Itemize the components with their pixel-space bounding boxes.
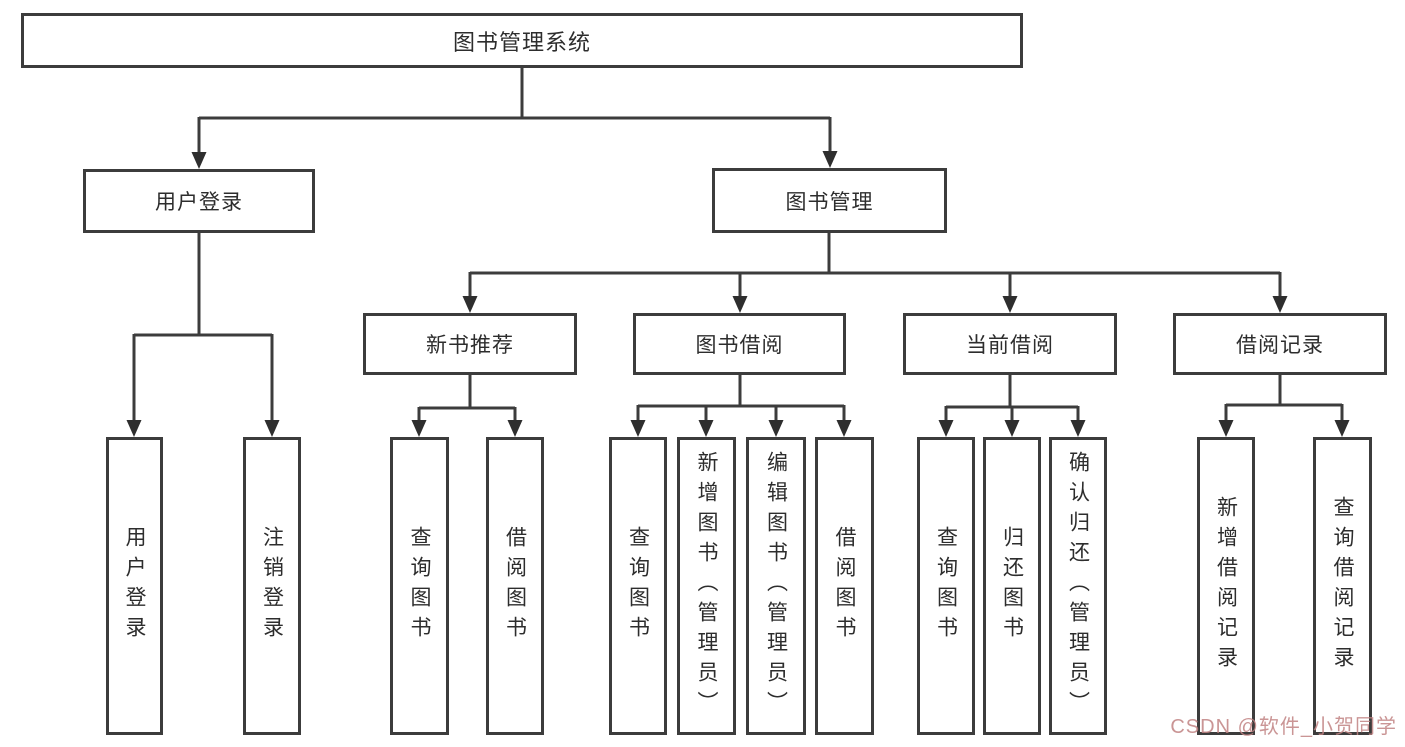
node-borrow-records-child-query-label: 查询借阅记录 <box>1331 496 1354 676</box>
node-current-borrow: 当前借阅 <box>903 313 1117 375</box>
node-user-login: 用户登录 <box>83 169 315 233</box>
node-new-books-child-query: 查询图书 <box>390 437 449 735</box>
node-book-borrow-label: 图书借阅 <box>695 334 784 357</box>
node-borrow-records-child-query: 查询借阅记录 <box>1313 437 1372 735</box>
node-new-books-label: 新书推荐 <box>426 334 514 357</box>
node-new-books-child-query-label: 查询图书 <box>408 526 431 646</box>
node-current-borrow-child-return-label: 归还图书 <box>1000 526 1024 646</box>
node-book-borrow-child-query-label: 查询图书 <box>626 526 650 646</box>
node-current-borrow-child-query: 查询图书 <box>917 437 975 735</box>
node-user-login-child-logout-label: 注销登录 <box>260 526 284 646</box>
node-book-borrow-child-edit-label: 编辑图书（管理员） <box>764 451 788 721</box>
node-book-borrow-child-add-label: 新增图书（管理员） <box>695 451 718 721</box>
node-borrow-records-child-add: 新增借阅记录 <box>1197 437 1255 735</box>
node-current-borrow-child-return: 归还图书 <box>983 437 1041 735</box>
node-user-login-child-logout: 注销登录 <box>243 437 301 735</box>
node-book-borrow-child-edit: 编辑图书（管理员） <box>746 437 806 735</box>
node-book-mgmt-label: 图书管理 <box>785 190 874 214</box>
node-book-borrow-child-query: 查询图书 <box>609 437 667 735</box>
node-new-books-child-borrow: 借阅图书 <box>486 437 544 735</box>
csdn-watermark: CSDN @软件_小贺同学 <box>1170 716 1397 738</box>
node-book-borrow-child-add: 新增图书（管理员） <box>677 437 736 735</box>
node-borrow-records: 借阅记录 <box>1173 313 1387 375</box>
node-borrow-records-child-add-label: 新增借阅记录 <box>1214 496 1238 676</box>
node-new-books-child-borrow-label: 借阅图书 <box>503 526 527 646</box>
node-current-borrow-child-confirm-label: 确认归还（管理员） <box>1066 451 1090 721</box>
node-book-borrow-child-borrow-label: 借阅图书 <box>833 526 856 646</box>
node-user-login-label: 用户登录 <box>155 191 243 214</box>
node-user-login-child-login: 用户登录 <box>106 437 163 735</box>
node-root-label: 图书管理系统 <box>452 29 591 55</box>
node-current-borrow-child-query-label: 查询图书 <box>934 526 958 646</box>
node-root: 图书管理系统 <box>21 13 1023 68</box>
node-borrow-records-label: 借阅记录 <box>1236 334 1324 357</box>
node-new-books: 新书推荐 <box>363 313 577 375</box>
node-current-borrow-label: 当前借阅 <box>966 334 1054 357</box>
node-user-login-child-login-label: 用户登录 <box>123 526 146 646</box>
node-current-borrow-child-confirm: 确认归还（管理员） <box>1049 437 1107 735</box>
node-book-borrow: 图书借阅 <box>633 313 846 375</box>
node-book-mgmt: 图书管理 <box>712 168 947 233</box>
node-book-borrow-child-borrow: 借阅图书 <box>815 437 874 735</box>
